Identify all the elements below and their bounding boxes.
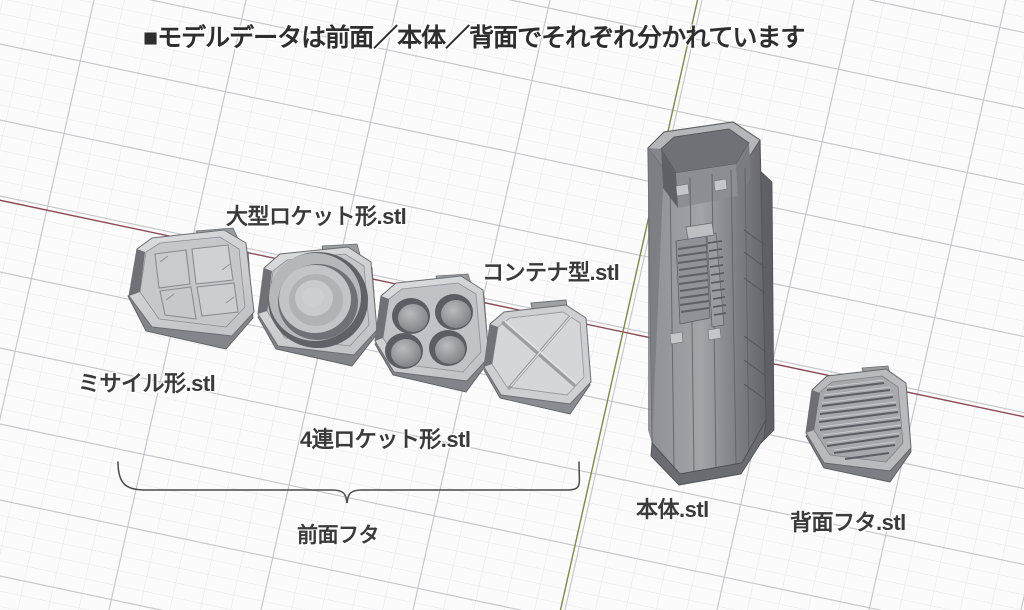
model-missile-lid[interactable]	[127, 227, 255, 350]
slat-group-left	[677, 244, 710, 313]
label-container-stl: コンテナ型.stl	[482, 260, 620, 285]
label-rear-lid-stl: 背面フタ.stl	[790, 510, 906, 535]
model-rear-lid[interactable]	[805, 365, 912, 483]
label-missile-stl: ミサイル形.stl	[78, 371, 216, 396]
label-large-rocket-stl: 大型ロケット形.stl	[226, 204, 407, 229]
page-title: ■モデルデータは前面／本体／背面でそれぞれ分かれています	[143, 24, 805, 52]
label-front-lid-group: 前面フタ	[297, 524, 380, 547]
front-lid-brace	[117, 461, 581, 504]
label-quad-rocket-stl: 4連ロケット形.stl	[300, 427, 471, 452]
model-main-body[interactable]	[647, 121, 775, 486]
label-body-stl: 本体.stl	[636, 497, 709, 522]
model-quad-rocket-lid[interactable]	[374, 273, 490, 393]
model-large-rocket-lid[interactable]	[257, 243, 378, 367]
model-container-lid[interactable]	[483, 299, 592, 415]
slat-group-rear	[818, 381, 902, 461]
y-axis-line	[559, 0, 699, 610]
